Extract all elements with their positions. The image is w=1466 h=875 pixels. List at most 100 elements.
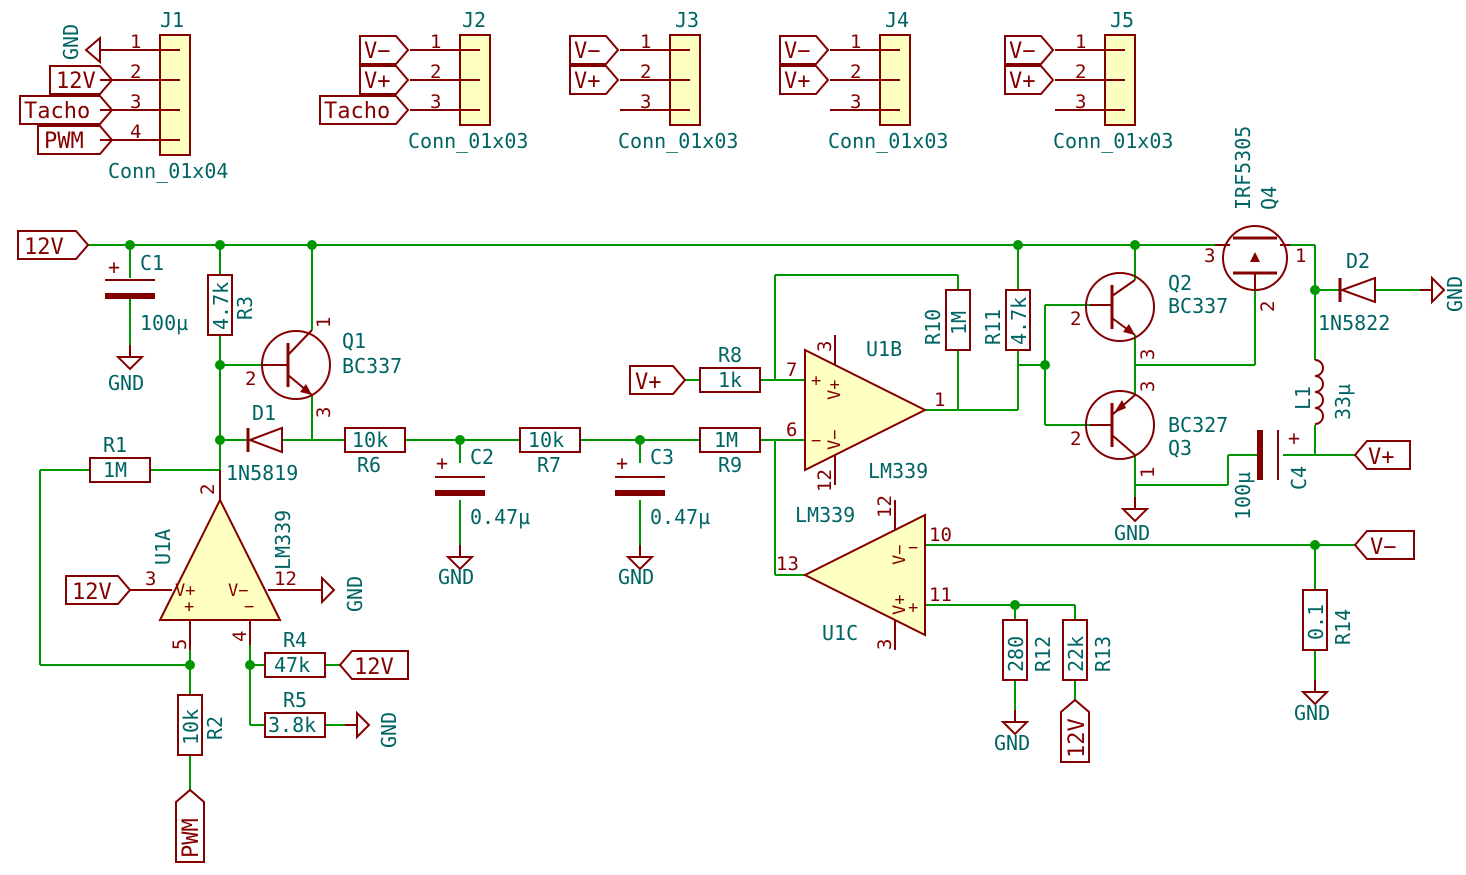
- pin-name: −: [244, 597, 254, 617]
- component-value: 0.47µ: [650, 505, 710, 529]
- pin-number: 2: [1257, 301, 1279, 312]
- pin-name: +: [908, 598, 918, 618]
- component-ref: U1A: [151, 529, 175, 565]
- connector-j2: J2 1 2 3 Conn_01x03 V− V+ Tacho: [319, 8, 528, 153]
- net-label-box: [19, 95, 114, 125]
- pin-number: 3: [130, 91, 141, 113]
- component-ref: Q4: [1257, 186, 1281, 210]
- component-value: 1N5819: [226, 461, 298, 485]
- component-ref: R14: [1331, 609, 1355, 645]
- pin-name: −: [811, 431, 821, 451]
- resistor-r4: 47k R4 12V: [264, 628, 409, 680]
- ground-label: GND: [377, 712, 401, 748]
- pin-number: 2: [1070, 308, 1081, 330]
- connector-ref: J4: [885, 8, 909, 32]
- pin-name: +: [811, 371, 821, 391]
- net-label: 12V: [1065, 718, 1090, 758]
- component-value: 1N5822: [1318, 311, 1390, 335]
- net-label: V+: [1009, 69, 1036, 94]
- component-ref: R6: [357, 453, 381, 477]
- net-label: PWM: [44, 129, 84, 154]
- net-label: V−: [574, 39, 601, 64]
- component-value: 100µ: [1231, 472, 1255, 520]
- connector-ref: J1: [160, 8, 184, 32]
- net-label-box: [569, 35, 620, 65]
- component-value: 1M: [947, 311, 971, 335]
- component-ref: U1C: [822, 621, 858, 645]
- net-label: V−: [1009, 39, 1036, 64]
- component-value: LM339: [271, 510, 295, 570]
- ground-label: GND: [108, 371, 144, 395]
- net-label: Tacho: [24, 99, 90, 124]
- pin-number: 3: [430, 91, 441, 113]
- connector-value: Conn_01x03: [828, 129, 948, 153]
- comparator-u1b: 7 6 1 3 12 + − V+ V− U1B LM339 LM339: [786, 335, 945, 527]
- connector-value: Conn_01x04: [108, 159, 228, 183]
- component-value: 1k: [718, 368, 742, 392]
- comparator-u1a: 2 3 12 5 4 V+ V− + − U1A LM339 12V GND: [65, 470, 367, 650]
- connector-value: Conn_01x03: [618, 129, 738, 153]
- net-label-box: [17, 230, 90, 260]
- net-label-box: [1353, 440, 1411, 470]
- transistor-q2: 2 3 Q2 BC337: [1070, 271, 1228, 360]
- pin-number: 12: [814, 469, 836, 492]
- component-ref: R8: [718, 343, 742, 367]
- net-label: V−: [1370, 535, 1397, 560]
- pin-number: 2: [430, 61, 441, 83]
- component-ref: R5: [283, 688, 307, 712]
- pin-number: 2: [245, 368, 256, 390]
- component-value: 33µ: [1331, 384, 1355, 420]
- net-label-box: [338, 650, 409, 680]
- component-ref: R12: [1031, 636, 1055, 672]
- resistor-r13: 22k R13 12V: [1060, 619, 1115, 763]
- component-ref: C3: [650, 445, 674, 469]
- component-ref: R11: [981, 309, 1005, 345]
- pin-number: 1: [1075, 31, 1086, 53]
- net-label-12v-input: 12V: [24, 235, 64, 260]
- resistor-r2: 10k R2 PWM: [175, 694, 227, 863]
- pin-number: 3: [145, 568, 156, 590]
- component-value: 10k: [352, 428, 388, 452]
- pin-number: 3: [874, 639, 896, 650]
- connector-j3: J3 1 2 3 Conn_01x03 V− V+: [569, 8, 738, 153]
- connector-ref: J3: [675, 8, 699, 32]
- pin-name: V−: [825, 430, 845, 450]
- component-ref: U1B: [866, 337, 902, 361]
- pin-number: 4: [229, 631, 251, 642]
- net-label: 12V: [56, 69, 96, 94]
- pin-number: 3: [1137, 349, 1159, 360]
- pin-number: 3: [850, 91, 861, 113]
- net-label-box: [629, 365, 687, 395]
- pin-number: 12: [274, 568, 297, 590]
- transistor-q3: 2 3 1 BC327 Q3 GND: [1070, 381, 1228, 545]
- component-value: 10k: [179, 709, 203, 745]
- resistor-r7: 10k R7: [519, 427, 581, 477]
- pin-number: 2: [1070, 428, 1081, 450]
- component-value: LM339: [795, 503, 855, 527]
- ground-symbol: [84, 35, 101, 65]
- component-ref: L1: [1291, 386, 1315, 410]
- diode-d2: D2 1N5822 GND: [1318, 249, 1466, 335]
- net-label: V−: [784, 39, 811, 64]
- net-label-box: [359, 35, 410, 65]
- resistor-r14: 0.1 R14 GND V−: [1294, 530, 1415, 725]
- polarity-mark: +: [436, 451, 448, 475]
- net-label: V+: [1368, 445, 1395, 470]
- ground-label: GND: [994, 731, 1030, 755]
- net-label-box: [1004, 65, 1055, 95]
- pin-number: 3: [313, 407, 335, 418]
- capacitor-c1: + C1 100µ GND: [105, 251, 188, 395]
- pin-number: 1: [130, 31, 141, 53]
- connector-body: [159, 34, 191, 156]
- net-label: 12V: [72, 580, 112, 605]
- connector-ref: J5: [1110, 8, 1134, 32]
- pin-name: V+: [825, 380, 845, 400]
- component-ref: D1: [252, 401, 276, 425]
- resistor-r8: 1k R8 V+: [629, 343, 761, 395]
- net-label-box: [1353, 530, 1415, 560]
- component-value: 4.7k: [209, 282, 233, 330]
- connector-j4: J4 1 2 3 Conn_01x03 V− V+: [779, 8, 948, 153]
- component-value: 1M: [103, 458, 127, 482]
- resistor-r6: 10k R6: [344, 427, 406, 477]
- wires: [39, 244, 1420, 790]
